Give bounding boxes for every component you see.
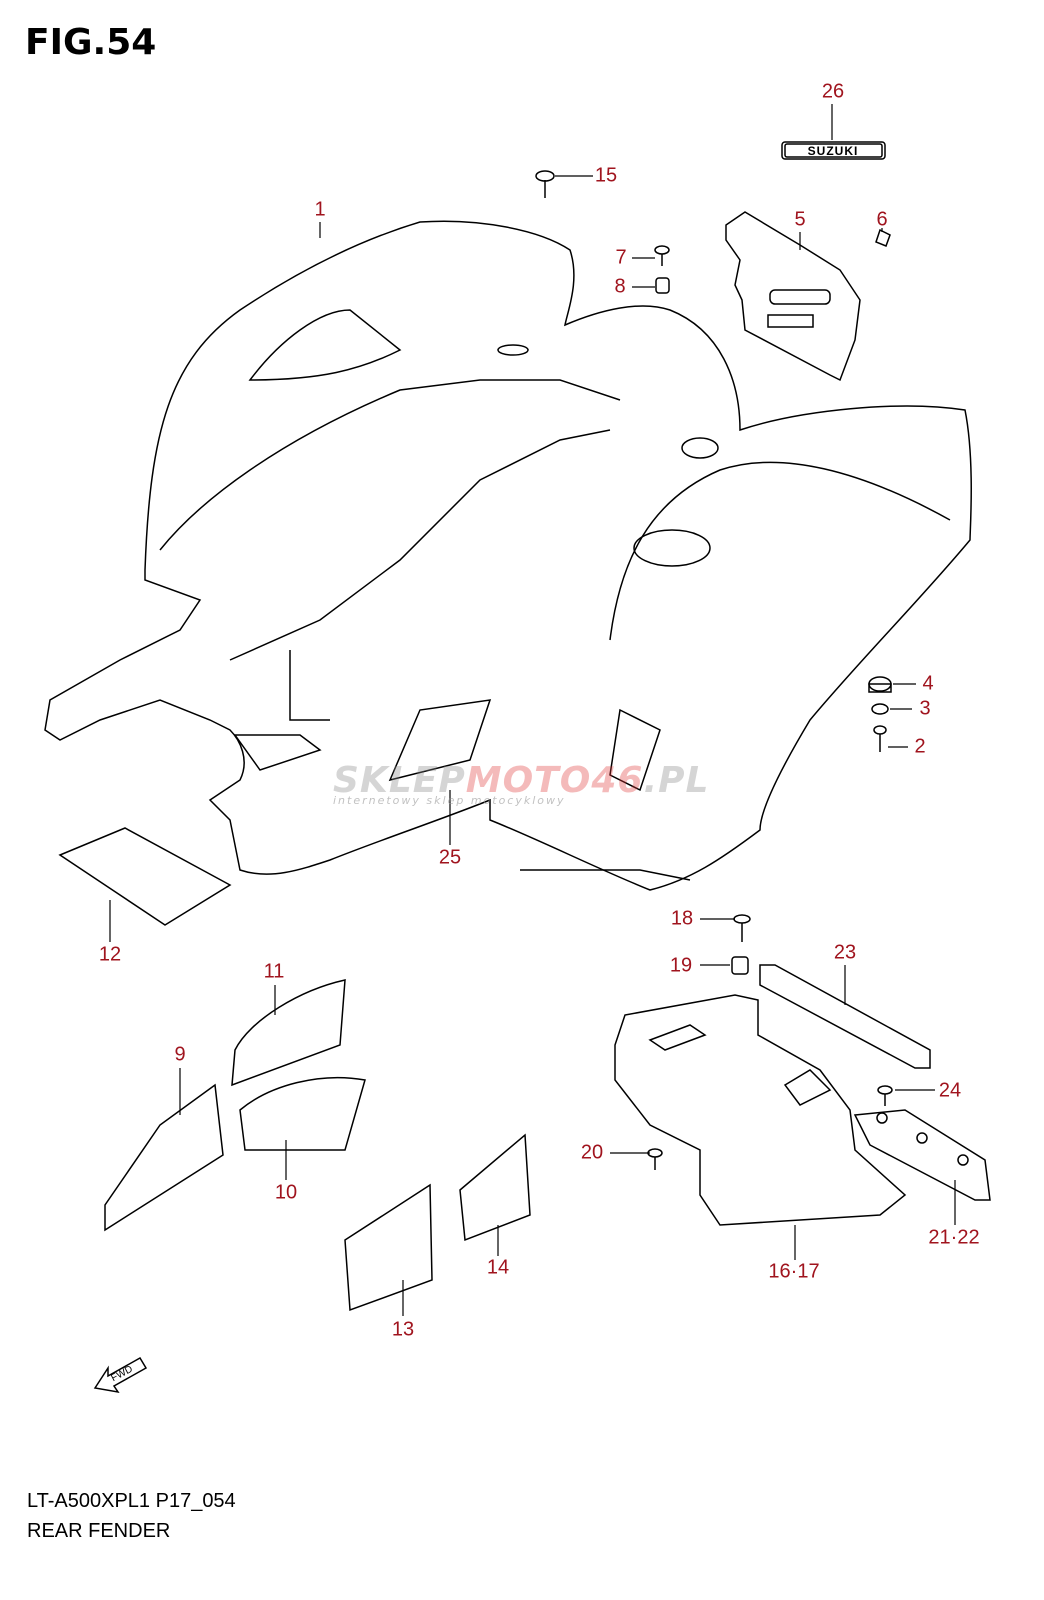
callout-4: 4 [922, 672, 934, 695]
callout-20: 20 [580, 1141, 604, 1164]
callout-24: 24 [938, 1079, 962, 1102]
callout-19: 19 [669, 954, 693, 977]
mud-guard-16-17 [614, 994, 907, 1226]
emblem-text: SUZUKI [807, 144, 859, 158]
figure-title: FIG.54 [25, 22, 157, 63]
leader-lines [109, 104, 956, 1316]
pad-13 [344, 1183, 433, 1312]
collar-19 [731, 956, 749, 975]
callout-13: 13 [391, 1318, 415, 1341]
collar-8 [655, 277, 670, 294]
fwd-arrow-icon [93, 1356, 148, 1394]
screw-18 [733, 914, 751, 942]
rear-fender-main-body [44, 220, 972, 891]
callout-25: 25 [438, 846, 462, 869]
screw-7 [654, 245, 670, 266]
clip-6 [875, 228, 891, 247]
cushion-4 [868, 676, 892, 693]
callout-10: 10 [274, 1181, 298, 1204]
pad-11 [231, 979, 346, 1087]
reflector-bracket [725, 211, 861, 382]
callout-21-22: 21·22 [928, 1226, 980, 1249]
sheet-12 [58, 827, 232, 926]
callout-16-17: 16·17 [768, 1260, 820, 1283]
callout-23: 23 [833, 941, 857, 964]
pad-14 [459, 1133, 531, 1242]
collar-3 [871, 703, 889, 715]
callout-15: 15 [594, 164, 618, 187]
watermark-tagline: internetowy sklep motocyklowy [333, 794, 566, 807]
bolt-15 [535, 170, 555, 198]
callout-11: 11 [263, 960, 285, 983]
seal-23 [759, 964, 931, 1069]
callout-8: 8 [614, 275, 626, 298]
callout-7: 7 [615, 246, 627, 269]
suzuki-emblem [781, 141, 886, 160]
callout-9: 9 [174, 1043, 186, 1066]
callout-26: 26 [821, 80, 845, 103]
model-code: LT-A500XPL1 P17_054 [27, 1490, 236, 1512]
screw-24 [877, 1085, 893, 1106]
guard-21-22 [853, 1109, 991, 1201]
callout-14: 14 [486, 1256, 510, 1279]
callout-12: 12 [98, 943, 122, 966]
section-title: REAR FENDER [27, 1520, 171, 1542]
callout-2: 2 [914, 735, 926, 758]
callout-6: 6 [876, 208, 888, 231]
callout-5: 5 [794, 208, 806, 231]
callout-1: 1 [314, 198, 326, 221]
watermark: SKLEPMOTO46.PL [333, 760, 710, 801]
screw-20 [647, 1148, 663, 1170]
callout-3: 3 [919, 697, 931, 720]
pad-9 [104, 1083, 224, 1232]
bolt-2 [873, 725, 887, 752]
callout-18: 18 [670, 907, 694, 930]
pad-10 [239, 1076, 366, 1151]
